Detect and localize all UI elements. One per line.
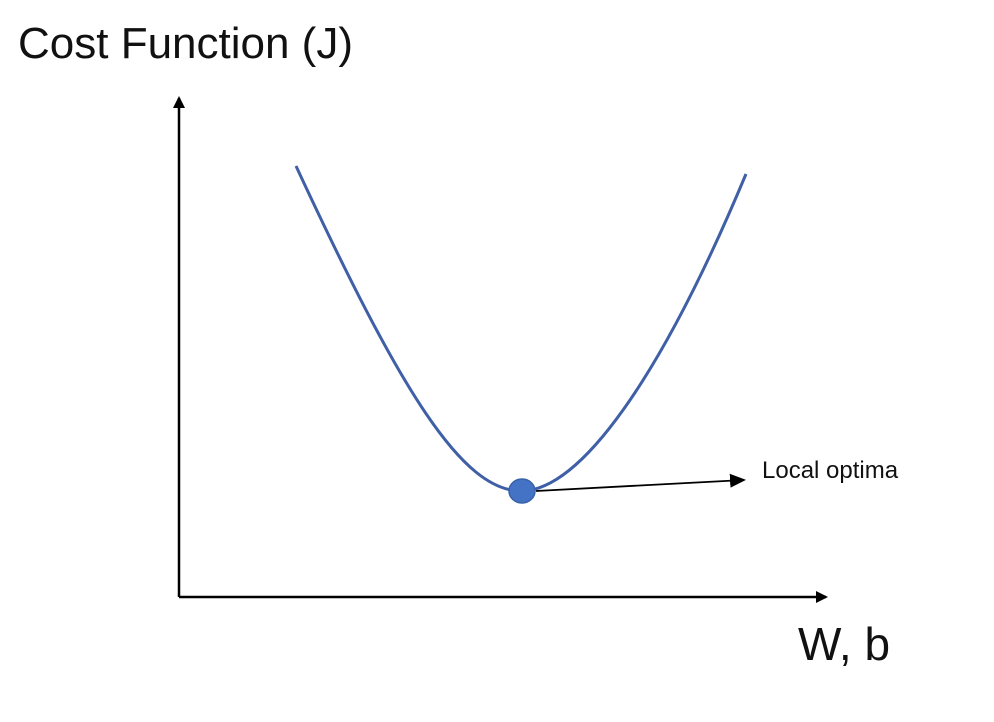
local-optima-label: Local optima: [762, 457, 899, 484]
annotation-arrow: [535, 473, 746, 492]
x-axis-label: W, b: [798, 618, 890, 670]
cost-curve: [294, 165, 748, 493]
y-axis-label: Cost Function (J): [18, 19, 353, 68]
local-optima-point: [508, 478, 536, 504]
